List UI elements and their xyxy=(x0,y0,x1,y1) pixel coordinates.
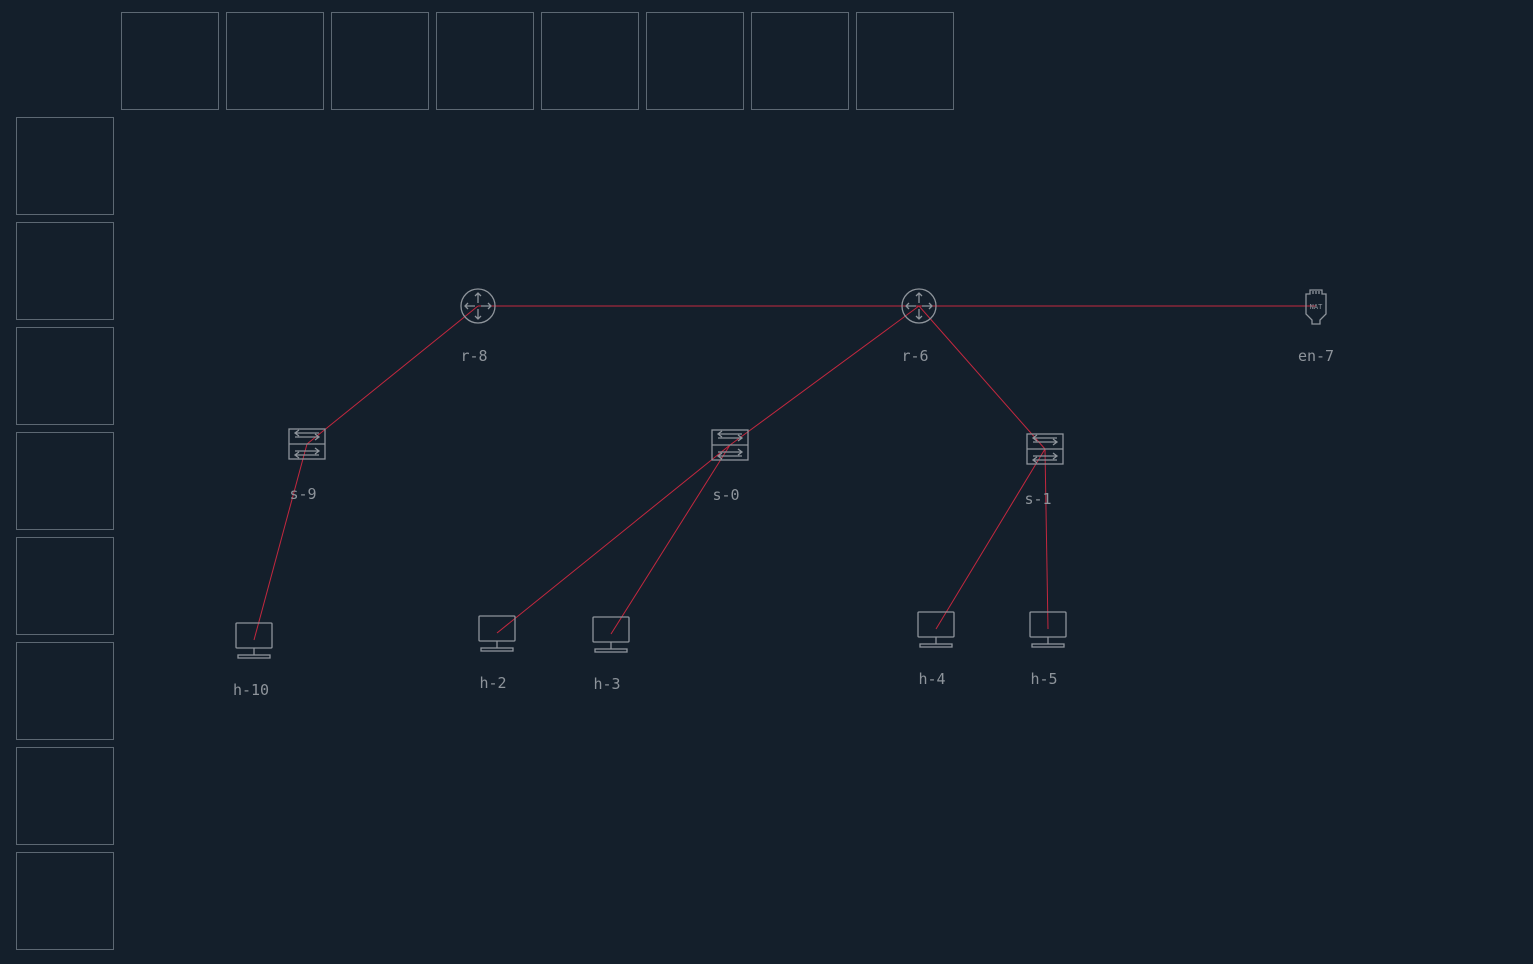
top-palette-slot[interactable] xyxy=(226,12,324,110)
node-label: s-9 xyxy=(289,485,316,503)
top-palette-slot[interactable] xyxy=(541,12,639,110)
link-r-6-s-1[interactable] xyxy=(918,305,1046,450)
node-s-0[interactable] xyxy=(711,429,749,461)
node-h-4[interactable] xyxy=(917,611,955,648)
link-s-9-h-10[interactable] xyxy=(253,443,308,641)
node-en-7[interactable]: NAT xyxy=(1305,289,1327,325)
left-palette-slot[interactable] xyxy=(16,117,114,215)
link-s-0-h-3[interactable] xyxy=(610,444,731,635)
host-icon xyxy=(235,622,273,659)
node-label: h-10 xyxy=(233,681,269,699)
left-palette-slot[interactable] xyxy=(16,327,114,425)
switch-icon xyxy=(288,428,326,460)
link-s-0-h-2[interactable] xyxy=(496,444,731,634)
node-label: h-4 xyxy=(918,670,945,688)
node-h-5[interactable] xyxy=(1029,611,1067,648)
left-palette-slot[interactable] xyxy=(16,747,114,845)
node-label: s-1 xyxy=(1024,490,1051,508)
top-palette-slot[interactable] xyxy=(751,12,849,110)
node-s-1[interactable] xyxy=(1026,433,1064,465)
host-icon xyxy=(478,615,516,652)
node-h-10[interactable] xyxy=(235,622,273,659)
node-label: r-6 xyxy=(901,347,928,365)
host-icon xyxy=(1029,611,1067,648)
top-palette-slot[interactable] xyxy=(436,12,534,110)
left-palette-slot[interactable] xyxy=(16,537,114,635)
router-icon xyxy=(901,288,937,324)
switch-icon xyxy=(711,429,749,461)
link-r-6-s-0[interactable] xyxy=(729,305,920,446)
link-r-8-s-9[interactable] xyxy=(306,305,479,445)
node-label: en-7 xyxy=(1298,347,1334,365)
router-icon xyxy=(460,288,496,324)
switch-icon xyxy=(1026,433,1064,465)
node-s-9[interactable] xyxy=(288,428,326,460)
node-label: h-3 xyxy=(593,675,620,693)
link-s-1-h-5[interactable] xyxy=(1044,448,1049,630)
nodes-layer: r-8 r-6 NAT en-7 s-9 s-0 s-1 h-10 h-2 h-3 h-4 h-5 xyxy=(233,288,1334,699)
links-layer xyxy=(253,305,1316,641)
left-palette-slot[interactable] xyxy=(16,432,114,530)
top-palette-slot[interactable] xyxy=(121,12,219,110)
nat-icon: NAT xyxy=(1305,289,1327,325)
node-label: h-2 xyxy=(479,674,506,692)
left-palette-slot[interactable] xyxy=(16,852,114,950)
link-s-1-h-4[interactable] xyxy=(935,448,1046,630)
node-label: h-5 xyxy=(1030,670,1057,688)
node-r-6[interactable] xyxy=(901,288,937,324)
left-palette-slot[interactable] xyxy=(16,642,114,740)
svg-text:NAT: NAT xyxy=(1310,303,1323,311)
node-h-3[interactable] xyxy=(592,616,630,653)
left-palette-slot[interactable] xyxy=(16,222,114,320)
host-icon xyxy=(917,611,955,648)
node-r-8[interactable] xyxy=(460,288,496,324)
node-h-2[interactable] xyxy=(478,615,516,652)
top-palette-slot[interactable] xyxy=(646,12,744,110)
top-palette-slot[interactable] xyxy=(331,12,429,110)
host-icon xyxy=(592,616,630,653)
node-label: r-8 xyxy=(460,347,487,365)
top-palette-slot[interactable] xyxy=(856,12,954,110)
node-label: s-0 xyxy=(712,486,739,504)
